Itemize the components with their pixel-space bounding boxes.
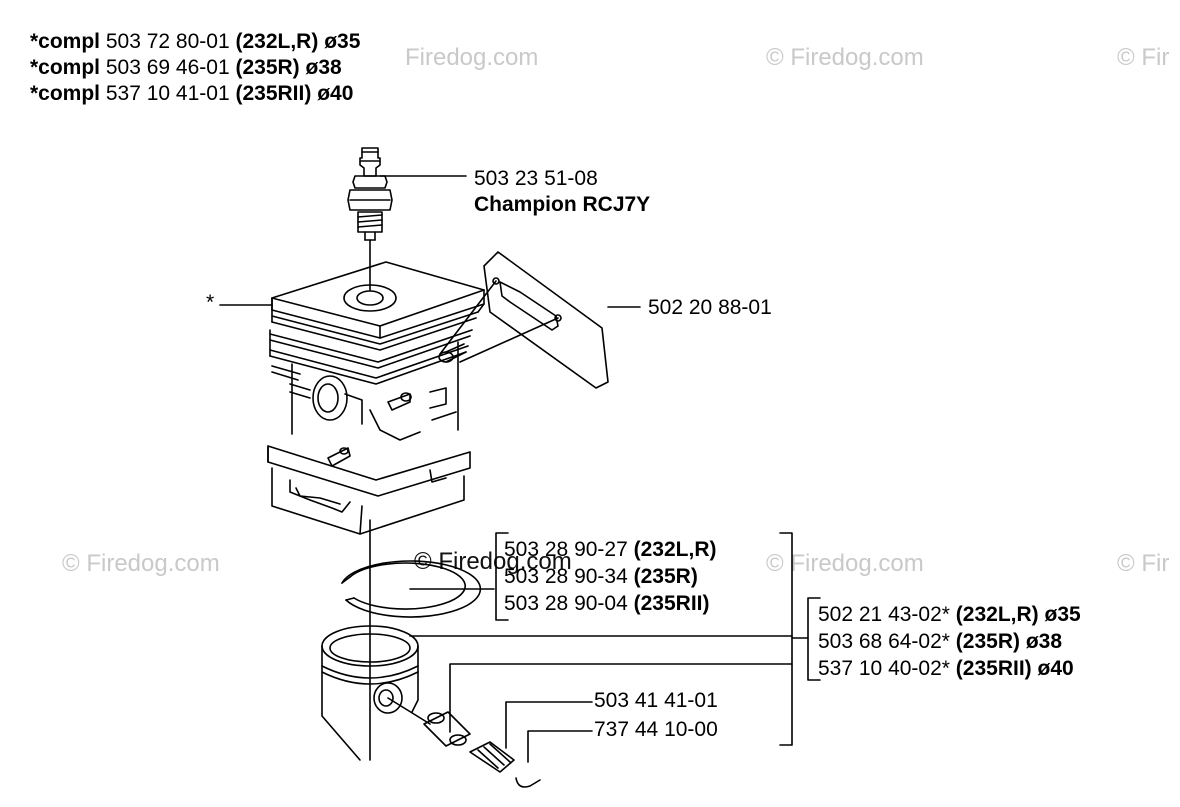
header-line-3: *compl 537 10 41-01 (235RII) ø40: [30, 83, 353, 104]
header-line-2: *compl 503 69 46-01 (235R) ø38: [30, 57, 342, 78]
header-line-1: *compl 503 72 80-01 (232L,R) ø35: [30, 31, 360, 52]
piston-part-number: 537 10 40-02*: [818, 657, 950, 680]
small-clip: [515, 777, 541, 788]
piston-line-1: 502 21 43-02* (232L,R) ø35: [818, 604, 1081, 625]
watermark-1: Firedog.com: [405, 44, 538, 72]
header-prefix: *compl: [30, 82, 101, 105]
cylinder-marker: *: [206, 291, 215, 314]
ring-model: (235R): [633, 565, 698, 588]
ring-part-number: 503 28 90-04: [504, 592, 628, 615]
piston-model: (235R): [955, 630, 1020, 653]
piston-line-3: 537 10 40-02* (235RII) ø40: [818, 658, 1074, 679]
piston-model: (232L,R): [955, 603, 1039, 626]
ring-part-number: 503 28 90-27: [504, 538, 628, 561]
gasket-part: 502 20 88-01: [648, 296, 772, 319]
piston-diameter: ø38: [1025, 630, 1063, 653]
header-part-number: 503 72 80-01: [105, 30, 230, 53]
watermark-text: Firedog.com: [405, 44, 539, 71]
circlip-part: 503 41 41-01: [594, 689, 718, 712]
spark-plug: [347, 147, 393, 241]
bearing-part: 737 44 10-00: [594, 718, 718, 741]
header-part-number: 503 69 46-01: [105, 56, 230, 79]
piston-line-2: 503 68 64-02* (235R) ø38: [818, 631, 1062, 652]
watermark-3: © Fir: [1117, 44, 1170, 71]
piston: [321, 625, 419, 761]
wrist-pin: [387, 697, 471, 747]
ring-line-3: 503 28 90-04 (235RII): [504, 593, 709, 614]
ring-model: (232L,R): [633, 538, 717, 561]
spark-plug-part: 503 23 51-08: [474, 167, 598, 190]
header-model: (232L,R): [235, 30, 319, 53]
piston-ring: [341, 560, 482, 618]
header-model: (235RII): [235, 82, 312, 105]
ring-bracket-right: [779, 532, 793, 746]
needle-bearing: [469, 741, 515, 773]
piston-diameter: ø35: [1044, 603, 1081, 626]
watermark-6: © Fir: [1117, 550, 1170, 577]
leader-wrist-pin: [449, 663, 793, 733]
cylinder: [267, 261, 485, 535]
ring-line-1: 503 28 90-27 (232L,R): [504, 539, 716, 560]
spark-plug-name: Champion RCJ7Y: [474, 193, 651, 216]
ring-part-number: 503 28 90-34: [504, 565, 628, 588]
piston-model: (235RII): [955, 657, 1032, 680]
header-prefix: *compl: [30, 56, 101, 79]
header-diameter: ø35: [324, 30, 361, 53]
piston-part-number: 502 21 43-02*: [818, 603, 950, 626]
piston-part-number: 503 68 64-02*: [818, 630, 950, 653]
ring-bracket-left: [495, 532, 509, 621]
header-diameter: ø40: [317, 82, 354, 105]
header-part-number: 537 10 41-01: [105, 82, 230, 105]
header-diameter: ø38: [305, 56, 342, 79]
ring-model: (235RII): [633, 592, 710, 615]
piston-bracket: [807, 597, 821, 681]
watermark-7: © Firedog.com: [414, 548, 572, 575]
leader-bearing: [527, 730, 593, 763]
watermark-2: © Firedog.com: [766, 44, 924, 71]
leader-circlip: [505, 701, 593, 749]
ring-line-2: 503 28 90-34 (235R): [504, 566, 698, 587]
header-prefix: *compl: [30, 30, 101, 53]
header-model: (235R): [235, 56, 300, 79]
watermark-4: © Firedog.com: [62, 550, 220, 577]
piston-diameter: ø40: [1037, 657, 1074, 680]
exhaust-gasket: [439, 251, 609, 389]
